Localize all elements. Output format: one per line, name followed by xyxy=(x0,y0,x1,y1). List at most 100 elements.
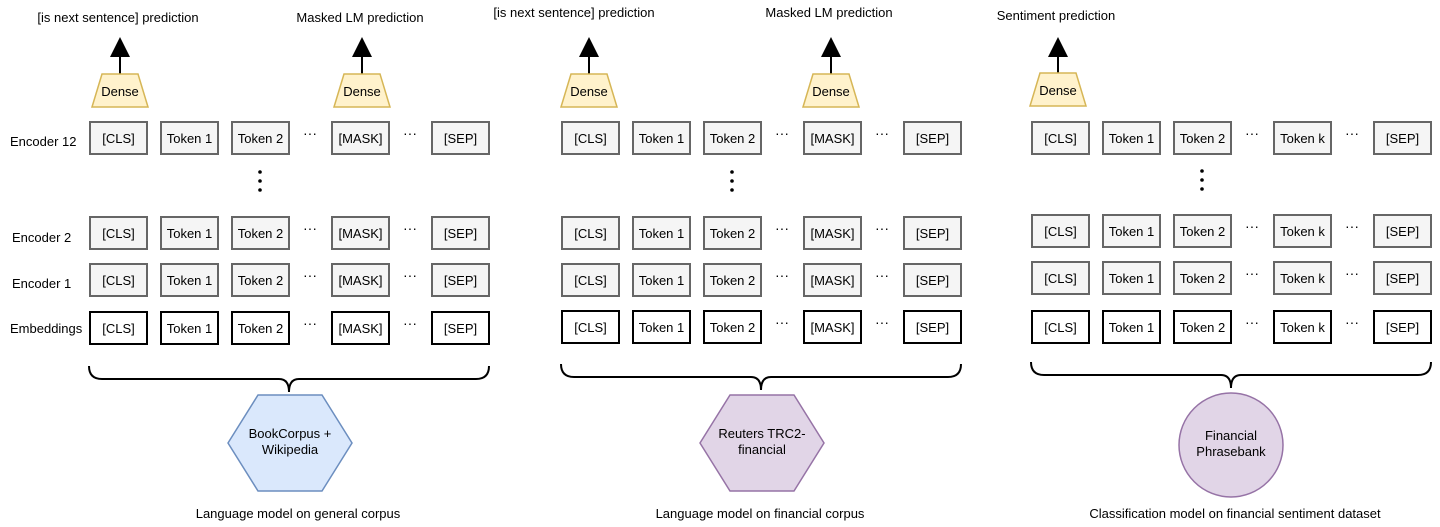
token-box xyxy=(1273,214,1332,248)
token-box xyxy=(160,216,219,250)
dense-label: Dense xyxy=(570,84,608,99)
panel-financial: [is next sentence] predictionDenseMasked… xyxy=(493,5,962,521)
token-box xyxy=(231,121,290,155)
horizontal-ellipsis: ··· xyxy=(1345,218,1359,234)
token-label: Token k xyxy=(1280,224,1325,239)
token-label: Token 2 xyxy=(1180,320,1226,335)
token-box xyxy=(89,263,148,297)
vertical-ellipsis-dot xyxy=(730,188,734,192)
token-box xyxy=(1173,310,1232,344)
token-box xyxy=(703,310,762,344)
panels: [is next sentence] predictionDenseMasked… xyxy=(37,5,1432,521)
corpus-hexagon xyxy=(227,394,353,492)
token-label: Token k xyxy=(1280,131,1325,146)
dense-layer xyxy=(1028,72,1088,107)
token-box xyxy=(231,216,290,250)
head-label: Masked LM prediction xyxy=(765,5,892,20)
token-box xyxy=(803,216,862,250)
token-label: Token 1 xyxy=(1109,271,1155,286)
token-label: Token 2 xyxy=(238,226,284,241)
token-label: Token 1 xyxy=(639,131,685,146)
row-label-embeddings: Embeddings xyxy=(10,321,83,336)
corpus-hexagon xyxy=(699,394,825,492)
token-label: [SEP] xyxy=(916,273,949,288)
token-label: [SEP] xyxy=(444,131,477,146)
token-box xyxy=(561,121,620,155)
token-box xyxy=(1373,261,1432,295)
horizontal-ellipsis: ··· xyxy=(1345,125,1359,141)
horizontal-ellipsis: ··· xyxy=(303,315,317,331)
dense-label: Dense xyxy=(812,84,850,99)
token-box xyxy=(431,216,490,250)
corpus-circle xyxy=(1178,392,1284,498)
token-box xyxy=(331,216,390,250)
token-box xyxy=(331,311,390,345)
horizontal-ellipsis: ··· xyxy=(875,314,889,330)
token-box xyxy=(1173,121,1232,155)
token-box xyxy=(1102,310,1161,344)
token-label: [SEP] xyxy=(1386,224,1419,239)
token-label: Token 1 xyxy=(639,273,685,288)
horizontal-ellipsis: ··· xyxy=(303,267,317,283)
token-label: [CLS] xyxy=(574,273,607,288)
token-label: [CLS] xyxy=(102,226,135,241)
head-label: Sentiment prediction xyxy=(997,8,1116,23)
token-box xyxy=(561,216,620,250)
curly-brace xyxy=(1030,361,1432,389)
token-label: [MASK] xyxy=(338,131,382,146)
token-label: [CLS] xyxy=(1044,224,1077,239)
token-box xyxy=(803,121,862,155)
vertical-ellipsis-dot xyxy=(1200,178,1204,182)
corpus-label: Reuters TRC2- xyxy=(718,426,805,441)
token-box xyxy=(331,263,390,297)
row-label-encoder-1: Encoder 1 xyxy=(12,276,71,291)
token-label: [CLS] xyxy=(574,320,607,335)
dense-label: Dense xyxy=(343,84,381,99)
horizontal-ellipsis: ··· xyxy=(1245,125,1259,141)
token-box xyxy=(1273,261,1332,295)
token-box xyxy=(703,121,762,155)
token-label: [MASK] xyxy=(338,321,382,336)
token-box xyxy=(431,311,490,345)
token-box xyxy=(703,263,762,297)
token-box xyxy=(1373,121,1432,155)
token-label: [CLS] xyxy=(574,226,607,241)
token-box xyxy=(632,216,691,250)
token-label: Token k xyxy=(1280,271,1325,286)
token-box xyxy=(1273,121,1332,155)
horizontal-ellipsis: ··· xyxy=(775,267,789,283)
token-box xyxy=(903,263,962,297)
panel-caption: Language model on general corpus xyxy=(196,506,401,521)
token-box xyxy=(160,311,219,345)
token-label: [MASK] xyxy=(810,131,854,146)
token-label: Token 1 xyxy=(167,131,213,146)
token-label: [CLS] xyxy=(102,273,135,288)
token-box xyxy=(903,310,962,344)
token-box xyxy=(632,310,691,344)
horizontal-ellipsis: ··· xyxy=(403,267,417,283)
token-label: Token 2 xyxy=(1180,131,1226,146)
token-label: Token 2 xyxy=(238,131,284,146)
token-label: Token 2 xyxy=(238,321,284,336)
vertical-ellipsis-dot xyxy=(258,179,262,183)
dense-layer xyxy=(801,73,861,108)
token-box xyxy=(703,216,762,250)
token-box xyxy=(632,263,691,297)
curly-brace xyxy=(88,365,490,393)
row-labels: Encoder 12 Encoder 2 Encoder 1 Embedding… xyxy=(10,134,83,336)
token-box xyxy=(1273,310,1332,344)
row-label-encoder-2: Encoder 2 xyxy=(12,230,71,245)
horizontal-ellipsis: ··· xyxy=(1345,314,1359,330)
token-box xyxy=(231,311,290,345)
token-box xyxy=(1102,214,1161,248)
token-label: Token k xyxy=(1280,320,1325,335)
token-box xyxy=(1031,261,1090,295)
